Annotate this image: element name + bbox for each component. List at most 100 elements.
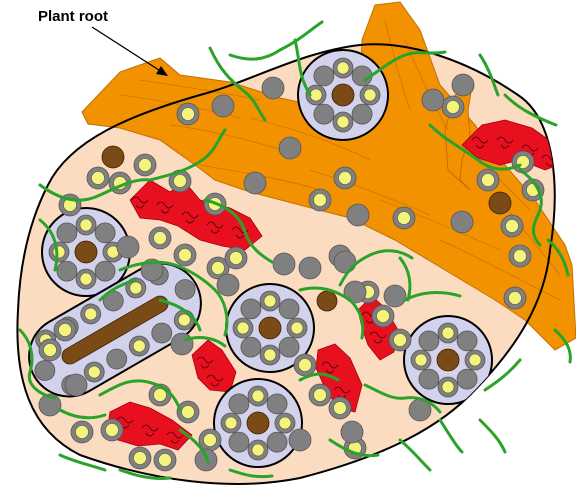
mineral-particle bbox=[347, 204, 369, 226]
microbe bbox=[134, 452, 147, 465]
microbe bbox=[291, 322, 303, 334]
mineral-particle bbox=[279, 137, 301, 159]
micro-aggregate bbox=[404, 316, 492, 404]
mineral-particle-with-microbe bbox=[174, 244, 196, 266]
mineral-particle-with-microbe bbox=[393, 207, 415, 229]
microbe bbox=[442, 327, 454, 339]
mineral-particle bbox=[212, 95, 234, 117]
microbe bbox=[509, 292, 522, 305]
microbe bbox=[482, 174, 495, 187]
mineral-particle bbox=[314, 66, 334, 86]
mineral-particle bbox=[452, 74, 474, 96]
microbe bbox=[80, 219, 92, 231]
mineral-particle bbox=[241, 299, 261, 319]
microbe bbox=[76, 426, 89, 439]
microbe bbox=[264, 295, 276, 307]
mineral-particle-with-microbe bbox=[39, 339, 61, 361]
microbe bbox=[506, 220, 519, 233]
microbe bbox=[314, 389, 327, 402]
humus-particle bbox=[317, 291, 337, 311]
mineral-particle-with-microbe bbox=[329, 397, 351, 419]
mineral-particle bbox=[352, 104, 372, 124]
microbe bbox=[415, 354, 427, 366]
mineral-particle-with-microbe bbox=[309, 189, 331, 211]
microbe bbox=[182, 108, 195, 121]
microbe bbox=[174, 175, 187, 188]
mineral-particle-with-microbe bbox=[149, 227, 171, 249]
mineral-particle bbox=[95, 261, 115, 281]
fungal-hypha bbox=[230, 22, 322, 59]
mineral-particle bbox=[57, 223, 77, 243]
microbe bbox=[154, 232, 167, 245]
mineral-particle bbox=[419, 331, 439, 351]
microbe bbox=[212, 262, 225, 275]
mineral-particle bbox=[241, 337, 261, 357]
mineral-particle-with-microbe bbox=[442, 96, 464, 118]
humus-particle bbox=[489, 192, 511, 214]
mineral-particle bbox=[334, 251, 356, 273]
microbe bbox=[398, 212, 411, 225]
humus-particle bbox=[332, 84, 354, 106]
mineral-particle-with-microbe bbox=[54, 319, 76, 341]
mineral-particle bbox=[451, 211, 473, 233]
microbe bbox=[442, 381, 454, 393]
humus-particle bbox=[102, 146, 124, 168]
mineral-particle-with-microbe bbox=[294, 354, 316, 376]
mineral-particle bbox=[267, 394, 287, 414]
microbe bbox=[377, 310, 390, 323]
fungal-hypha bbox=[400, 440, 430, 470]
microbe bbox=[337, 62, 349, 74]
microbe bbox=[337, 116, 349, 128]
mineral-particle-with-microbe bbox=[501, 215, 523, 237]
microbe bbox=[279, 417, 291, 429]
mineral-particle-with-microbe bbox=[509, 245, 531, 267]
mineral-particle-with-microbe bbox=[389, 329, 411, 351]
mineral-particle bbox=[341, 421, 363, 443]
mineral-particle bbox=[267, 432, 287, 452]
mineral-particle bbox=[299, 257, 321, 279]
humus-particle bbox=[75, 241, 97, 263]
mineral-particle bbox=[419, 369, 439, 389]
mineral-particle bbox=[279, 299, 299, 319]
humus-particle bbox=[247, 412, 269, 434]
mineral-particle bbox=[57, 261, 77, 281]
humus-particle bbox=[259, 317, 281, 339]
mineral-particle bbox=[457, 331, 477, 351]
mineral-particle bbox=[457, 369, 477, 389]
mineral-particle-with-microbe bbox=[334, 167, 356, 189]
microbe bbox=[364, 89, 376, 101]
microbe bbox=[334, 402, 347, 415]
microbe bbox=[252, 444, 264, 456]
mineral-particle-with-microbe bbox=[71, 421, 93, 443]
fungal-hypha bbox=[440, 420, 462, 452]
mineral-particle bbox=[244, 172, 266, 194]
microbe bbox=[314, 194, 327, 207]
microbe bbox=[264, 349, 276, 361]
mineral-particle-with-microbe bbox=[177, 401, 199, 423]
mineral-particle-with-microbe bbox=[129, 447, 151, 469]
mineral-particle bbox=[229, 432, 249, 452]
mineral-particle-with-microbe bbox=[477, 169, 499, 191]
microbe bbox=[230, 252, 243, 265]
microbe bbox=[394, 334, 407, 347]
microbe bbox=[225, 417, 237, 429]
microbe bbox=[139, 159, 152, 172]
microbe bbox=[252, 390, 264, 402]
mineral-particle-with-microbe bbox=[309, 384, 331, 406]
microbe bbox=[179, 249, 192, 262]
microbe bbox=[92, 172, 105, 185]
mineral-particle-with-microbe bbox=[504, 287, 526, 309]
microbe bbox=[59, 324, 72, 337]
microbe bbox=[237, 322, 249, 334]
microbe bbox=[182, 406, 195, 419]
mineral-particle bbox=[422, 89, 444, 111]
microbe bbox=[310, 89, 322, 101]
mineral-particle bbox=[314, 104, 334, 124]
mineral-particle-with-microbe bbox=[134, 154, 156, 176]
mineral-particle bbox=[217, 274, 239, 296]
mineral-particle-with-microbe bbox=[101, 419, 123, 441]
mineral-particle bbox=[117, 236, 139, 258]
mineral-particle bbox=[95, 223, 115, 243]
microbe bbox=[44, 344, 57, 357]
